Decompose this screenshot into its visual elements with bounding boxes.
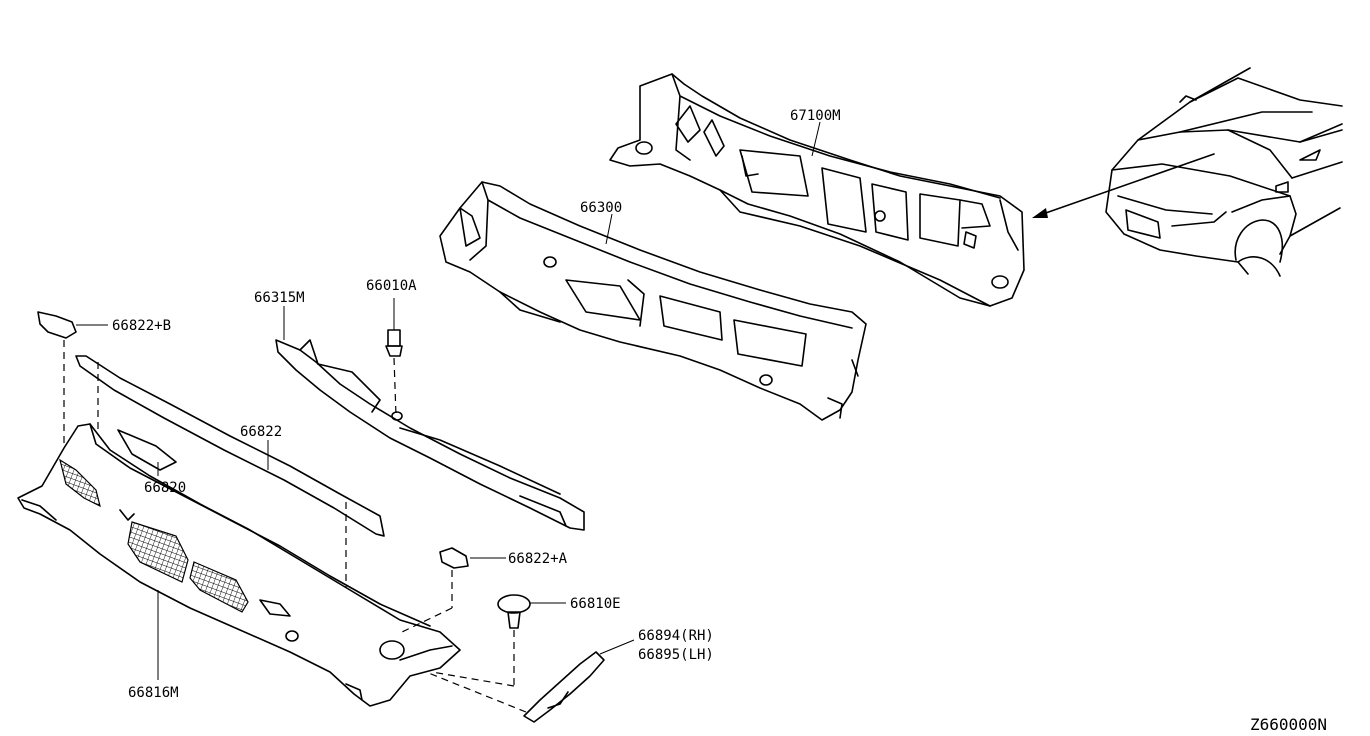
part-66894-66895-bracket <box>425 639 635 723</box>
label-66300: 66300 <box>580 200 622 216</box>
leader-67100M <box>811 121 821 157</box>
label-66894: 66894(RH) <box>638 628 714 644</box>
part-66816M-cowl-grille <box>17 423 461 707</box>
label-66895: 66895(LH) <box>638 647 714 663</box>
diagram-id: Z660000N <box>1250 715 1327 734</box>
part-66822A-clip <box>401 547 506 633</box>
part-66010A-clip <box>385 298 403 417</box>
label-66810E: 66810E <box>570 596 621 612</box>
label-66816M: 66816M <box>128 685 179 701</box>
part-66300-cowl-top <box>439 181 867 421</box>
location-arrow <box>1032 153 1215 218</box>
label-67100M: 67100M <box>790 108 841 124</box>
label-66315M: 66315M <box>254 290 305 306</box>
label-66010A: 66010A <box>366 278 417 294</box>
label-66822B: 66822+B <box>112 318 171 334</box>
part-67100M-dash-panel <box>609 73 1025 307</box>
label-66820: 66820 <box>144 480 186 496</box>
label-66822: 66822 <box>240 424 282 440</box>
part-66810E-fastener <box>431 594 566 687</box>
part-66315M-bracket <box>275 306 585 531</box>
vehicle-location-illustration <box>1105 67 1343 277</box>
label-66822A: 66822+A <box>508 551 568 567</box>
leader-66300 <box>605 213 613 245</box>
